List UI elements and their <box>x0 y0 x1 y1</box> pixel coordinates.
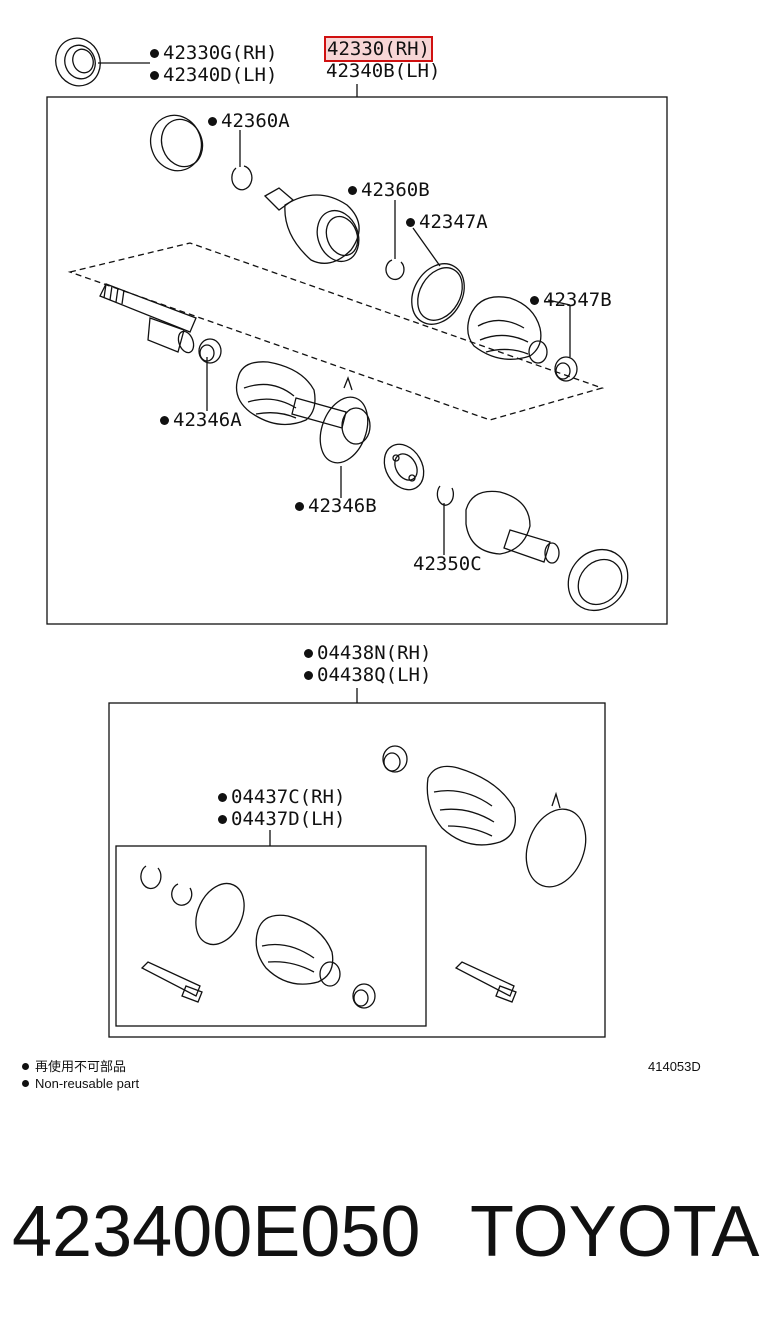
dust-deflector-ring <box>149 114 204 172</box>
outboard-cv-joint <box>465 490 560 564</box>
bearing-cage <box>383 443 425 491</box>
figure-code: 414053D <box>648 1059 701 1074</box>
label-42346b: 42346B <box>295 495 377 517</box>
non-reusable-dot-icon <box>295 502 304 511</box>
snap-ring-42360a <box>231 165 253 191</box>
boot-clamp-42347a <box>411 263 465 325</box>
snap-ring-42350c <box>436 485 454 506</box>
kit-clamp-small <box>382 745 408 773</box>
inner-shaft-spline <box>291 397 371 445</box>
non-reusable-dot-icon <box>150 49 159 58</box>
leader-lines <box>98 62 571 846</box>
kit-snap-ring-2 <box>171 883 193 906</box>
label-04438q-lh: 04438Q(LH) <box>304 664 431 686</box>
non-reusable-dot-icon <box>22 1080 29 1087</box>
label-42346a: 42346A <box>160 409 242 431</box>
boot-clamp-42346a <box>198 338 222 364</box>
kit-band-medium <box>195 882 245 946</box>
brand-name: TOYOTA <box>470 1192 760 1272</box>
inner-boot-kit-frame <box>115 845 427 1027</box>
outer-dust-cover <box>567 548 629 612</box>
label-04437c-rh: 04437C(RH) <box>218 786 345 808</box>
label-42360a: 42360A <box>208 110 290 132</box>
inboard-joint-housing <box>263 187 360 264</box>
label-42347b: 42347B <box>530 289 612 311</box>
non-reusable-dot-icon <box>208 117 217 126</box>
non-reusable-dot-icon <box>304 671 313 680</box>
boot-band-42346b <box>319 376 369 464</box>
oil-seal-42330g <box>55 37 101 87</box>
non-reusable-dot-icon <box>530 296 539 305</box>
non-reusable-dot-icon <box>150 71 159 80</box>
boot-clamp-42347a-inner <box>417 267 463 321</box>
inner-assembly-dashed-outline <box>67 242 605 421</box>
legend-english: Non-reusable part <box>22 1076 139 1092</box>
kit-boot-small <box>255 914 341 987</box>
label-42340d-lh: 42340D(LH) <box>150 64 277 86</box>
boot-clamp-42347b <box>554 356 578 382</box>
label-42350c: 42350C <box>413 553 482 575</box>
kit-clamp-small-2 <box>352 983 376 1009</box>
grease-tube-left <box>140 961 203 1003</box>
non-reusable-dot-icon <box>218 815 227 824</box>
legend-japanese: 再使用不可部品 <box>22 1059 126 1075</box>
label-42330-rh[interactable]: 42330(RH) <box>324 36 433 62</box>
inboard-boot <box>467 296 548 364</box>
kit-snap-ring-1 <box>140 865 162 890</box>
outboard-boot <box>235 361 316 426</box>
kit-band-large <box>525 791 587 888</box>
non-reusable-dot-icon <box>348 186 357 195</box>
kit-boot-large <box>426 765 517 846</box>
non-reusable-dot-icon <box>406 218 415 227</box>
label-42347a: 42347A <box>406 211 488 233</box>
non-reusable-dot-icon <box>218 793 227 802</box>
part-number: 423400E050 <box>12 1192 421 1272</box>
label-04437d-lh: 04437D(LH) <box>218 808 345 830</box>
non-reusable-dot-icon <box>304 649 313 658</box>
label-42330g-rh: 42330G(RH) <box>150 42 277 64</box>
label-04438n-rh: 04438N(RH) <box>304 642 431 664</box>
non-reusable-dot-icon <box>160 416 169 425</box>
non-reusable-dot-icon <box>22 1063 29 1070</box>
drive-shaft <box>99 283 197 354</box>
label-42360b: 42360B <box>348 179 430 201</box>
label-42340b-lh: 42340B(LH) <box>326 60 441 82</box>
snap-ring-42360b <box>385 259 405 281</box>
grease-tube-right <box>454 961 517 1003</box>
